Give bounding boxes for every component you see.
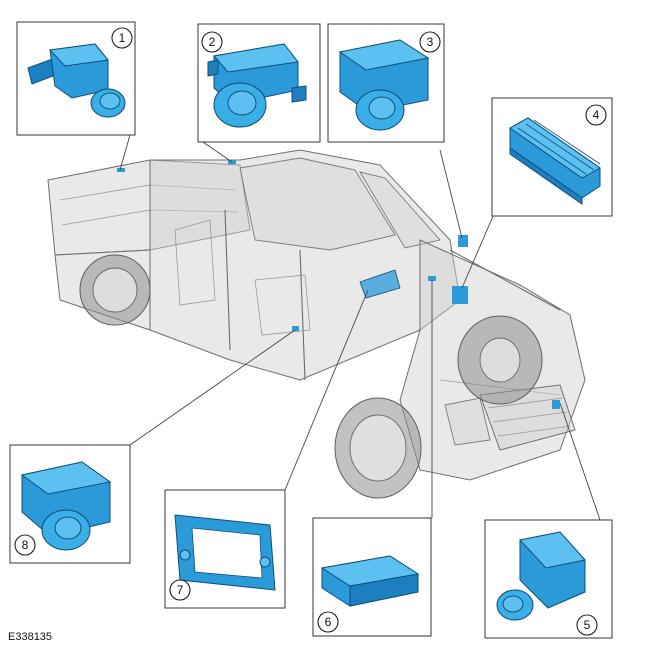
callout-1-number: 1 — [119, 31, 126, 45]
callout-3: 3 — [327, 23, 445, 143]
callout-8: 8 — [9, 444, 131, 564]
callout-2: 2 — [197, 23, 321, 143]
component-2-camera — [207, 43, 307, 128]
component-3-camera — [338, 39, 430, 131]
component-8-camera — [20, 461, 112, 551]
callout-1-number-badge — [111, 27, 133, 49]
component-6-module — [320, 555, 420, 607]
callout-8-number: 8 — [22, 538, 29, 552]
callout-1: 1 — [16, 21, 136, 136]
callout-5-number: 5 — [584, 618, 591, 632]
callout-6-number: 6 — [325, 615, 332, 629]
callout-8-number-badge — [14, 534, 36, 556]
callout-2-number: 2 — [209, 35, 216, 49]
callout-3-number-badge — [419, 31, 441, 53]
callout-4: 4 — [491, 97, 613, 217]
pickup-truck-illustration — [47, 149, 586, 499]
callout-6-number-badge — [317, 611, 339, 633]
callout-4-number-badge — [585, 104, 607, 126]
figure-reference-code: E338135 — [8, 631, 52, 643]
callout-6: 6 — [312, 517, 432, 637]
component-5-camera — [496, 531, 586, 621]
callout-7: 7 — [164, 489, 286, 609]
component-1-camera — [27, 43, 126, 118]
callout-7-number-badge — [169, 579, 191, 601]
callout-5-number-badge — [576, 614, 598, 636]
callout-4-number: 4 — [593, 108, 600, 122]
component-7-display-bracket — [174, 514, 276, 591]
callout-3-number: 3 — [427, 35, 434, 49]
callout-5: 5 — [484, 519, 613, 639]
callout-7-number: 7 — [177, 583, 184, 597]
component-4-module — [509, 117, 601, 205]
callout-2-number-badge — [201, 31, 223, 53]
